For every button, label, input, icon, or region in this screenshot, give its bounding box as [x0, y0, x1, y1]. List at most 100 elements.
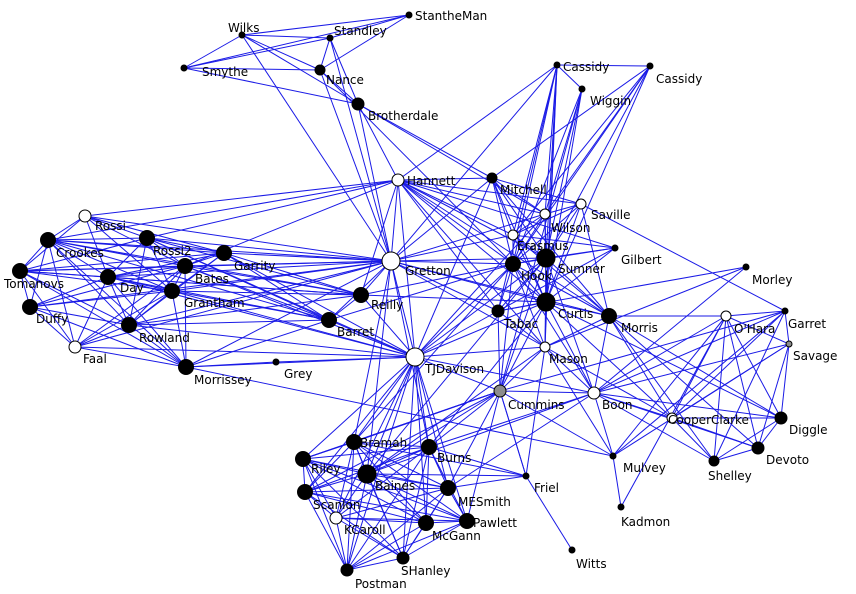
edge-Grantham-Morrissey [171, 290, 187, 368]
node-Friel[interactable] [522, 472, 530, 480]
edge-Tomanovs-Faal [19, 270, 76, 348]
edge-Rossi2-TJDavison [146, 237, 416, 358]
node-TJDavison[interactable] [405, 347, 425, 367]
node-Crookes[interactable] [40, 232, 56, 248]
edge-Hook-Boon [512, 263, 595, 394]
node-Rossi[interactable] [78, 209, 92, 223]
node-Gretton[interactable] [381, 251, 401, 271]
node-Mitchell[interactable] [486, 172, 498, 184]
edge-Sumner-TJDavison [414, 257, 547, 358]
node-Morrissey[interactable] [178, 359, 194, 375]
node-Hannett[interactable] [391, 173, 405, 187]
edge-Hannett-Curtis [397, 179, 547, 303]
node-Rossi2[interactable] [139, 230, 155, 246]
edge-MESmith-Scanlon [304, 487, 449, 493]
node-Witts[interactable] [568, 546, 576, 554]
node-StantheMan[interactable] [405, 11, 413, 19]
node-Nance[interactable] [314, 64, 326, 76]
edge-Cassidy1-Hook [512, 64, 558, 265]
edge-Cassidy2-Mitchell [491, 65, 651, 179]
node-Rowland[interactable] [121, 317, 137, 333]
node-Riley[interactable] [295, 451, 311, 467]
node-Burns[interactable] [421, 439, 437, 455]
node-label-TJDavison: TJDavison [424, 362, 484, 376]
node-Garrity[interactable] [216, 245, 232, 261]
node-Tabac[interactable] [491, 304, 505, 318]
node-Gilbert[interactable] [611, 244, 619, 252]
edge-Day-Faal [74, 276, 109, 348]
node-SHanley[interactable] [396, 551, 410, 565]
node-Shelley[interactable] [708, 455, 720, 467]
edges-layer [19, 14, 790, 571]
node-Pawlett[interactable] [459, 513, 475, 529]
node-Baines[interactable] [357, 464, 377, 484]
node-Duffy[interactable] [22, 299, 38, 315]
edge-Morrissey-Gretton [185, 260, 392, 368]
node-label-Morley: Morley [752, 273, 792, 287]
node-Diggle[interactable] [774, 411, 788, 425]
node-Mulvey[interactable] [609, 452, 617, 460]
edge-McGann-Postman [346, 522, 427, 571]
node-Reilly[interactable] [353, 287, 369, 303]
edge-Saville-Curtis [545, 203, 582, 303]
node-Morley[interactable] [742, 263, 750, 271]
node-McGann[interactable] [418, 515, 434, 531]
edge-Burns-Friel [428, 446, 527, 477]
edge-Baines-McGann [366, 473, 427, 524]
node-label-Witts: Witts [576, 557, 607, 571]
node-Kadmon[interactable] [617, 503, 625, 511]
node-Cassidy2[interactable] [646, 62, 654, 70]
edge-Grantham-Barret [171, 290, 330, 321]
edge-Hannett-Saville [397, 179, 582, 205]
node-CooperClarke[interactable] [666, 412, 678, 424]
node-Wilks[interactable] [238, 31, 246, 39]
node-Erasmus[interactable] [507, 229, 519, 241]
node-Scanlon[interactable] [297, 484, 313, 500]
edge-Erasmus-Curtis [512, 234, 547, 303]
node-Cummins[interactable] [493, 384, 507, 398]
node-OHara[interactable] [720, 310, 732, 322]
node-Hook[interactable] [505, 256, 521, 272]
node-Brotherdale[interactable] [351, 97, 365, 111]
edge-Rossi-Grantham [84, 215, 173, 292]
node-Savage[interactable] [785, 340, 793, 348]
node-Devoto[interactable] [751, 441, 765, 455]
node-Bates[interactable] [177, 258, 193, 274]
edge-Faal-Morrissey [74, 346, 187, 368]
node-Garret[interactable] [781, 307, 789, 315]
node-Smythe[interactable] [180, 64, 188, 72]
node-MESmith[interactable] [440, 480, 456, 496]
node-Bramah[interactable] [346, 434, 362, 450]
node-Curtis[interactable] [536, 292, 556, 312]
node-KCaroll[interactable] [329, 511, 343, 525]
edge-Morris-Devoto [608, 315, 759, 449]
node-Mason[interactable] [539, 341, 551, 353]
node-Wiggin[interactable] [578, 85, 586, 93]
node-Saville[interactable] [575, 198, 587, 210]
edge-Bramah-Friel [353, 441, 527, 477]
edge-Garret-Boon [593, 310, 786, 394]
node-Grey[interactable] [272, 358, 280, 366]
edge-Baines-SHanley [366, 473, 404, 559]
node-Morris[interactable] [601, 308, 617, 324]
node-Faal[interactable] [68, 340, 82, 354]
node-label-Morris: Morris [621, 321, 658, 335]
edge-Cummins-Burns [428, 390, 501, 448]
node-Postman[interactable] [340, 563, 354, 577]
node-Barret[interactable] [321, 312, 337, 328]
edge-Boon-MESmith [447, 392, 595, 489]
node-Cassidy1[interactable] [553, 61, 561, 69]
edge-Boon-Diggle [593, 392, 782, 419]
node-label-Mitchell: Mitchell [500, 183, 547, 197]
node-Tomanovs[interactable] [12, 263, 28, 279]
node-Sumner[interactable] [536, 248, 556, 268]
node-Standley[interactable] [326, 34, 334, 42]
edge-StantheMan-Nance [319, 14, 410, 71]
node-Day[interactable] [100, 269, 116, 285]
node-Boon[interactable] [587, 386, 601, 400]
node-Wilson[interactable] [539, 208, 551, 220]
node-Grantham[interactable] [164, 283, 180, 299]
edge-Rossi2-Reilly [146, 237, 362, 296]
edge-Bates-Day [107, 265, 186, 278]
edge-Baines-MESmith [366, 473, 449, 489]
